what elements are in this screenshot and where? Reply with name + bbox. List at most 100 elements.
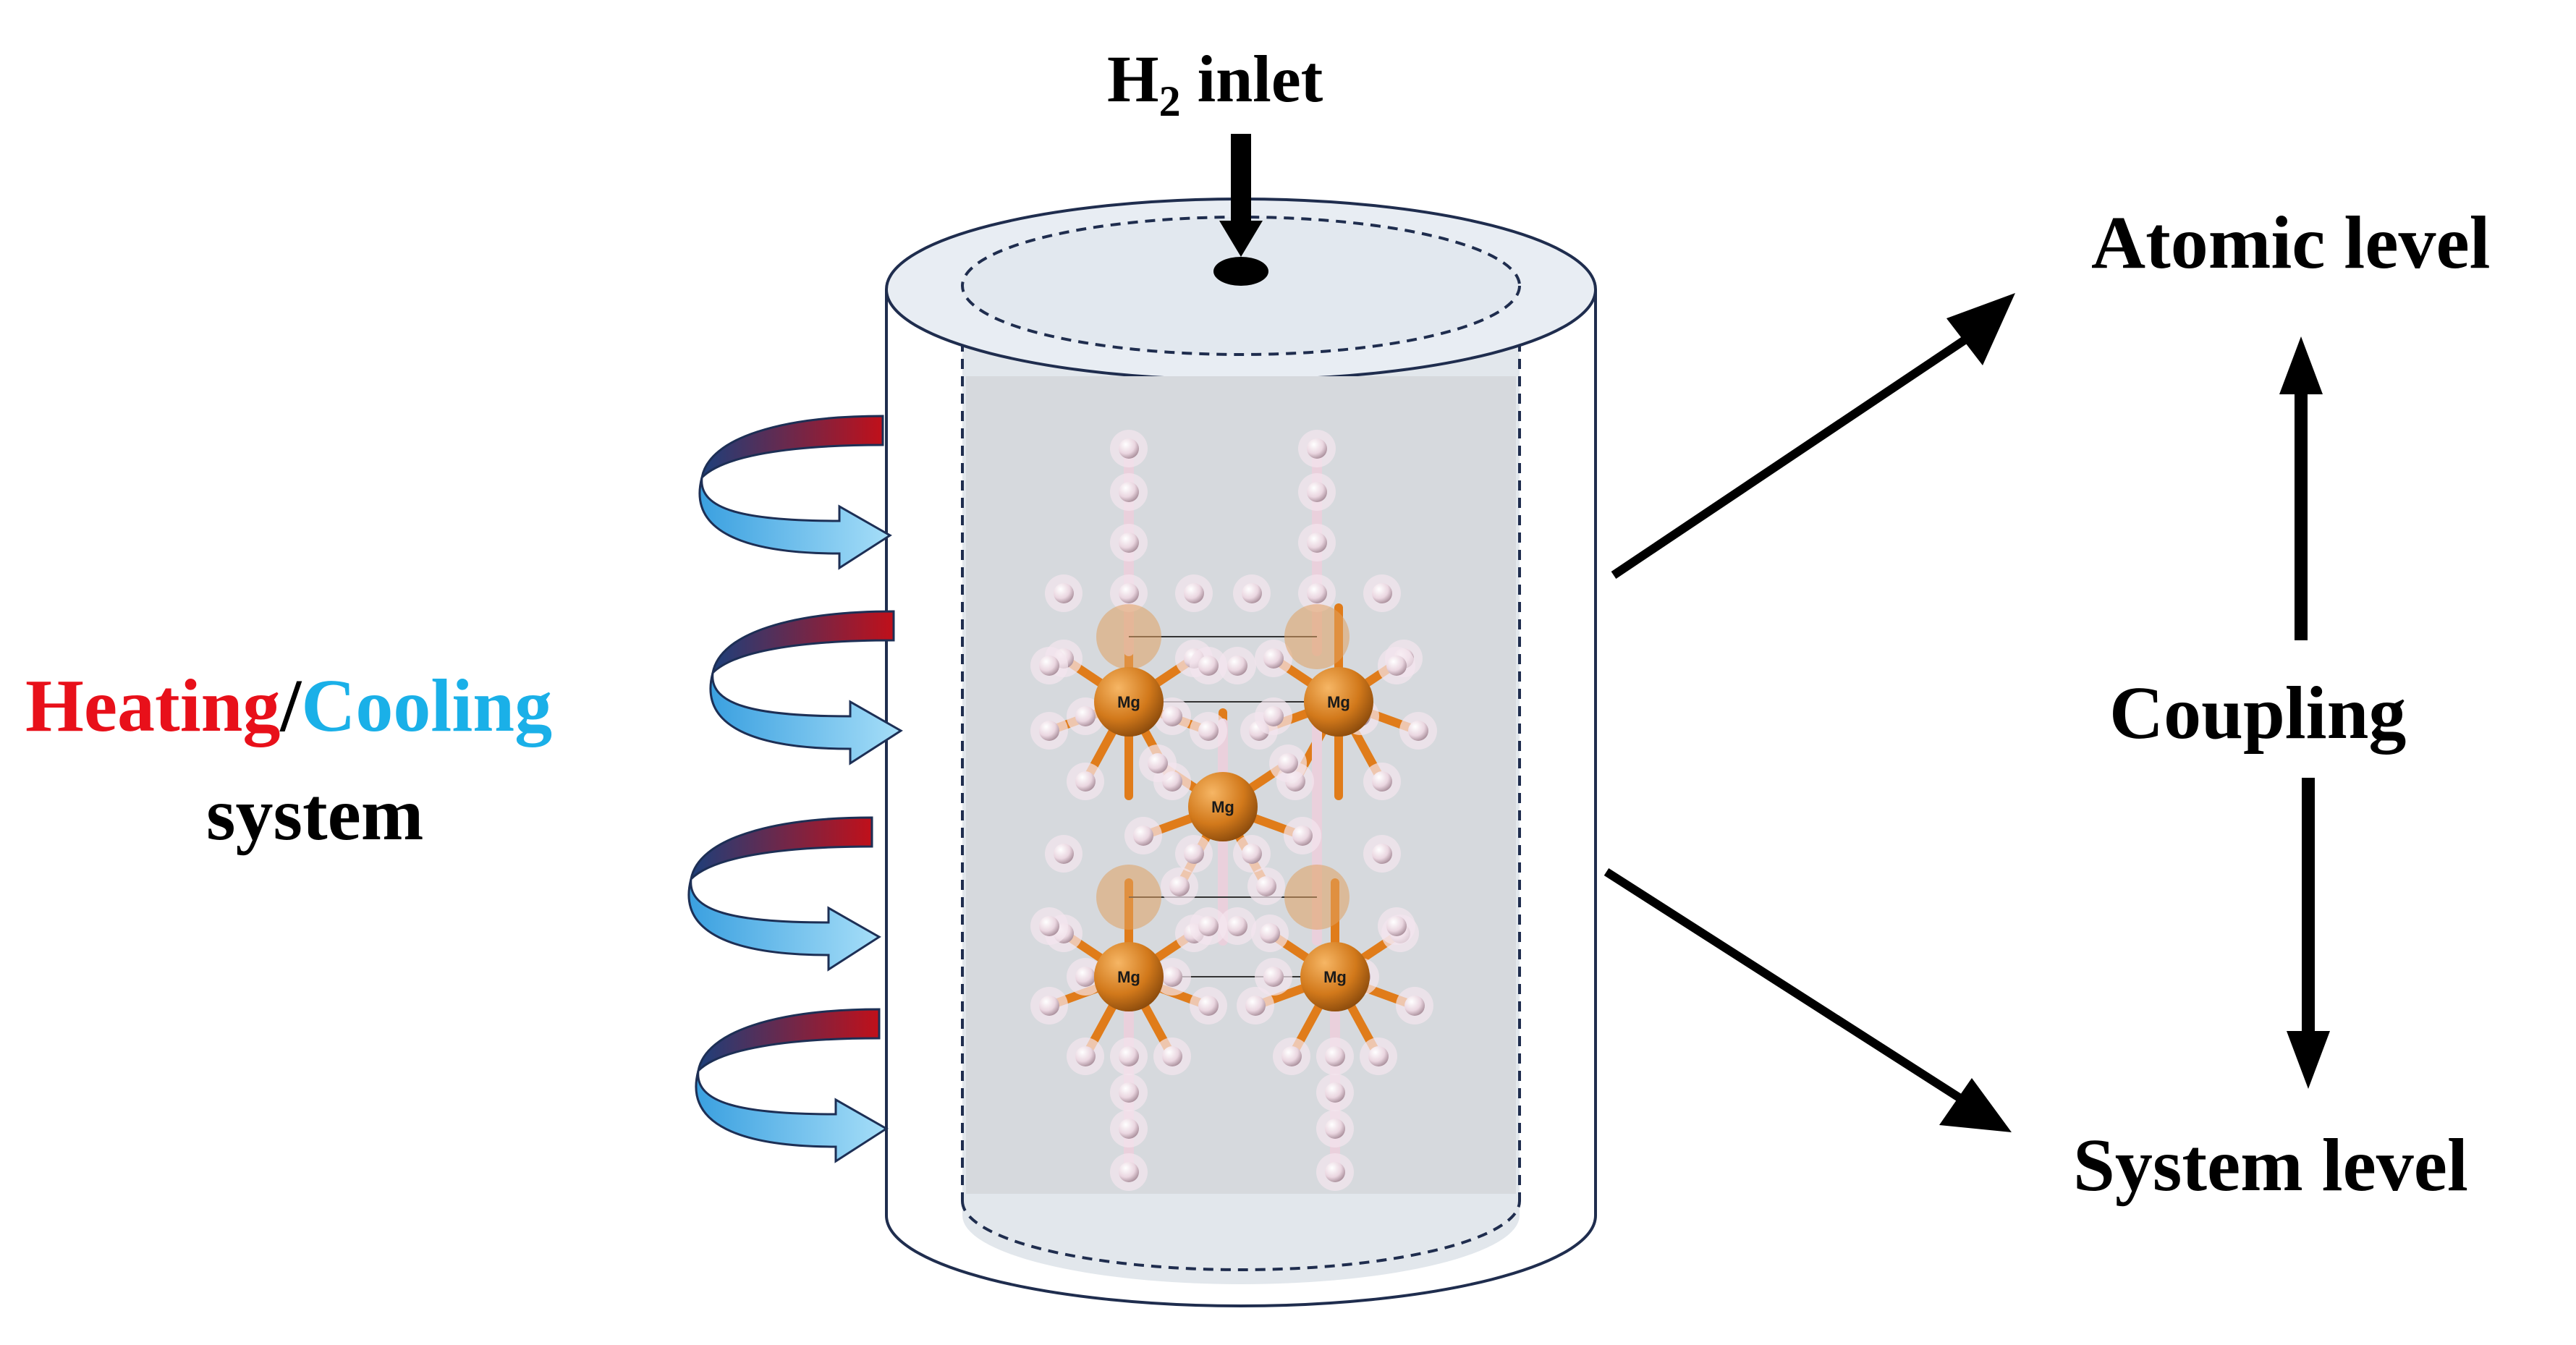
curved-red-blue-arrow-icon (698, 415, 892, 570)
h2-inlet: H2 inlet (1107, 42, 1323, 257)
h-atom (1119, 1119, 1139, 1139)
h-atom (1198, 721, 1219, 741)
h-atom (1119, 482, 1139, 502)
h-atom (1245, 996, 1266, 1016)
down-arrow-icon (1219, 134, 1263, 257)
h2-inlet-hole (1213, 257, 1268, 286)
h-atom (1386, 916, 1407, 936)
h2-inlet-label-h: H (1107, 42, 1159, 116)
h2-inlet-label-sub: 2 (1159, 77, 1181, 125)
h-atom (1227, 655, 1247, 676)
h-atom (1325, 1046, 1345, 1066)
mg-atom-ghost (1284, 865, 1350, 930)
h-atom (1281, 1046, 1302, 1066)
coupling-down-arrow (2287, 778, 2330, 1089)
h-atom (1169, 876, 1190, 896)
h-atom (1119, 1082, 1139, 1103)
mg-atom-label: Mg (1211, 798, 1234, 816)
coupling-up-arrow (2279, 336, 2323, 640)
h-atom (1119, 438, 1139, 459)
mg-atom (1094, 942, 1164, 1011)
mg-atom-label: Mg (1117, 693, 1140, 711)
h-atom (1184, 844, 1204, 864)
h2-inlet-label-text: inlet (1181, 42, 1323, 116)
curved-red-blue-arrow-icon (709, 610, 903, 765)
h-atom (1263, 967, 1284, 987)
h-atom (1119, 1162, 1139, 1182)
system-label: system (206, 773, 423, 856)
h-atom (1408, 721, 1428, 741)
h-atom (1227, 916, 1247, 936)
h-atom (1054, 844, 1074, 864)
h-atom (1198, 916, 1219, 936)
h-atom (1307, 583, 1327, 603)
h-atom (1119, 583, 1139, 603)
h-atom (1133, 826, 1153, 846)
h-atom (1325, 1162, 1345, 1182)
h-atom (1162, 967, 1182, 987)
mg-atom-label: Mg (1327, 693, 1350, 711)
h-atom (1325, 1119, 1345, 1139)
h-atom (1075, 706, 1096, 726)
h-atom (1075, 967, 1096, 987)
h-atom (1263, 706, 1284, 726)
coupling-label: Coupling (2109, 671, 2406, 755)
mg-atom (1188, 772, 1258, 841)
arrow-to-system-level (1603, 867, 2012, 1132)
h-atom (1404, 996, 1425, 1016)
h-atom (1256, 876, 1276, 896)
h-atom (1184, 583, 1204, 603)
h-atom (1325, 1082, 1345, 1103)
mg-atom (1300, 942, 1370, 1011)
h-atom (1292, 826, 1313, 846)
curved-red-blue-arrow-icon (687, 816, 881, 972)
mg-atom-ghost (1096, 865, 1161, 930)
heat-exchange-arrows (687, 415, 903, 1163)
mg-atom-label: Mg (1323, 968, 1347, 986)
h-atom (1386, 655, 1407, 676)
h-atom (1307, 533, 1327, 553)
reactor-cylinder (885, 198, 1597, 1307)
atomic-level-label: Atomic level (2091, 201, 2491, 284)
slash-label: / (279, 664, 302, 747)
h-atom (1260, 923, 1280, 943)
h-atom (1263, 648, 1284, 669)
h-atom (1162, 1046, 1182, 1066)
arrow-to-atomic-level (1611, 293, 2015, 579)
mg-atom-ghost (1096, 604, 1161, 669)
h-atom (1162, 706, 1182, 726)
cooling-label: Cooling (301, 664, 552, 747)
h-atom (1039, 996, 1059, 1016)
h-atom (1054, 583, 1074, 603)
h-atom (1242, 844, 1262, 864)
system-level-label: System level (2073, 1124, 2468, 1207)
heating-cooling-label: Heating/Cooling (25, 664, 552, 747)
h-atom (1372, 844, 1392, 864)
mg-atom-ghost (1284, 604, 1350, 669)
h-atom (1075, 771, 1096, 792)
inner-core-bottom-dashed (961, 1200, 1521, 1271)
h-atom (1372, 771, 1392, 792)
h-atom (1119, 533, 1139, 553)
h-atom (1307, 438, 1327, 459)
h-atom (1307, 482, 1327, 502)
mg-atom-label: Mg (1117, 968, 1140, 986)
h-atom (1075, 1046, 1096, 1066)
curved-red-blue-arrow-icon (695, 1008, 889, 1163)
h-atom (1368, 1046, 1389, 1066)
h-atom (1039, 721, 1059, 741)
h-atom (1148, 753, 1168, 773)
h-atom (1242, 583, 1262, 603)
h-atom (1198, 996, 1219, 1016)
mg-atom (1304, 667, 1373, 737)
h-atom (1198, 655, 1219, 676)
h-atom (1372, 583, 1392, 603)
heating-label: Heating (25, 664, 280, 747)
h-atom (1119, 1046, 1139, 1066)
svg-text:H2 inlet: H2 inlet (1107, 42, 1323, 125)
h-atom (1039, 655, 1059, 676)
mg-atom (1094, 667, 1164, 737)
